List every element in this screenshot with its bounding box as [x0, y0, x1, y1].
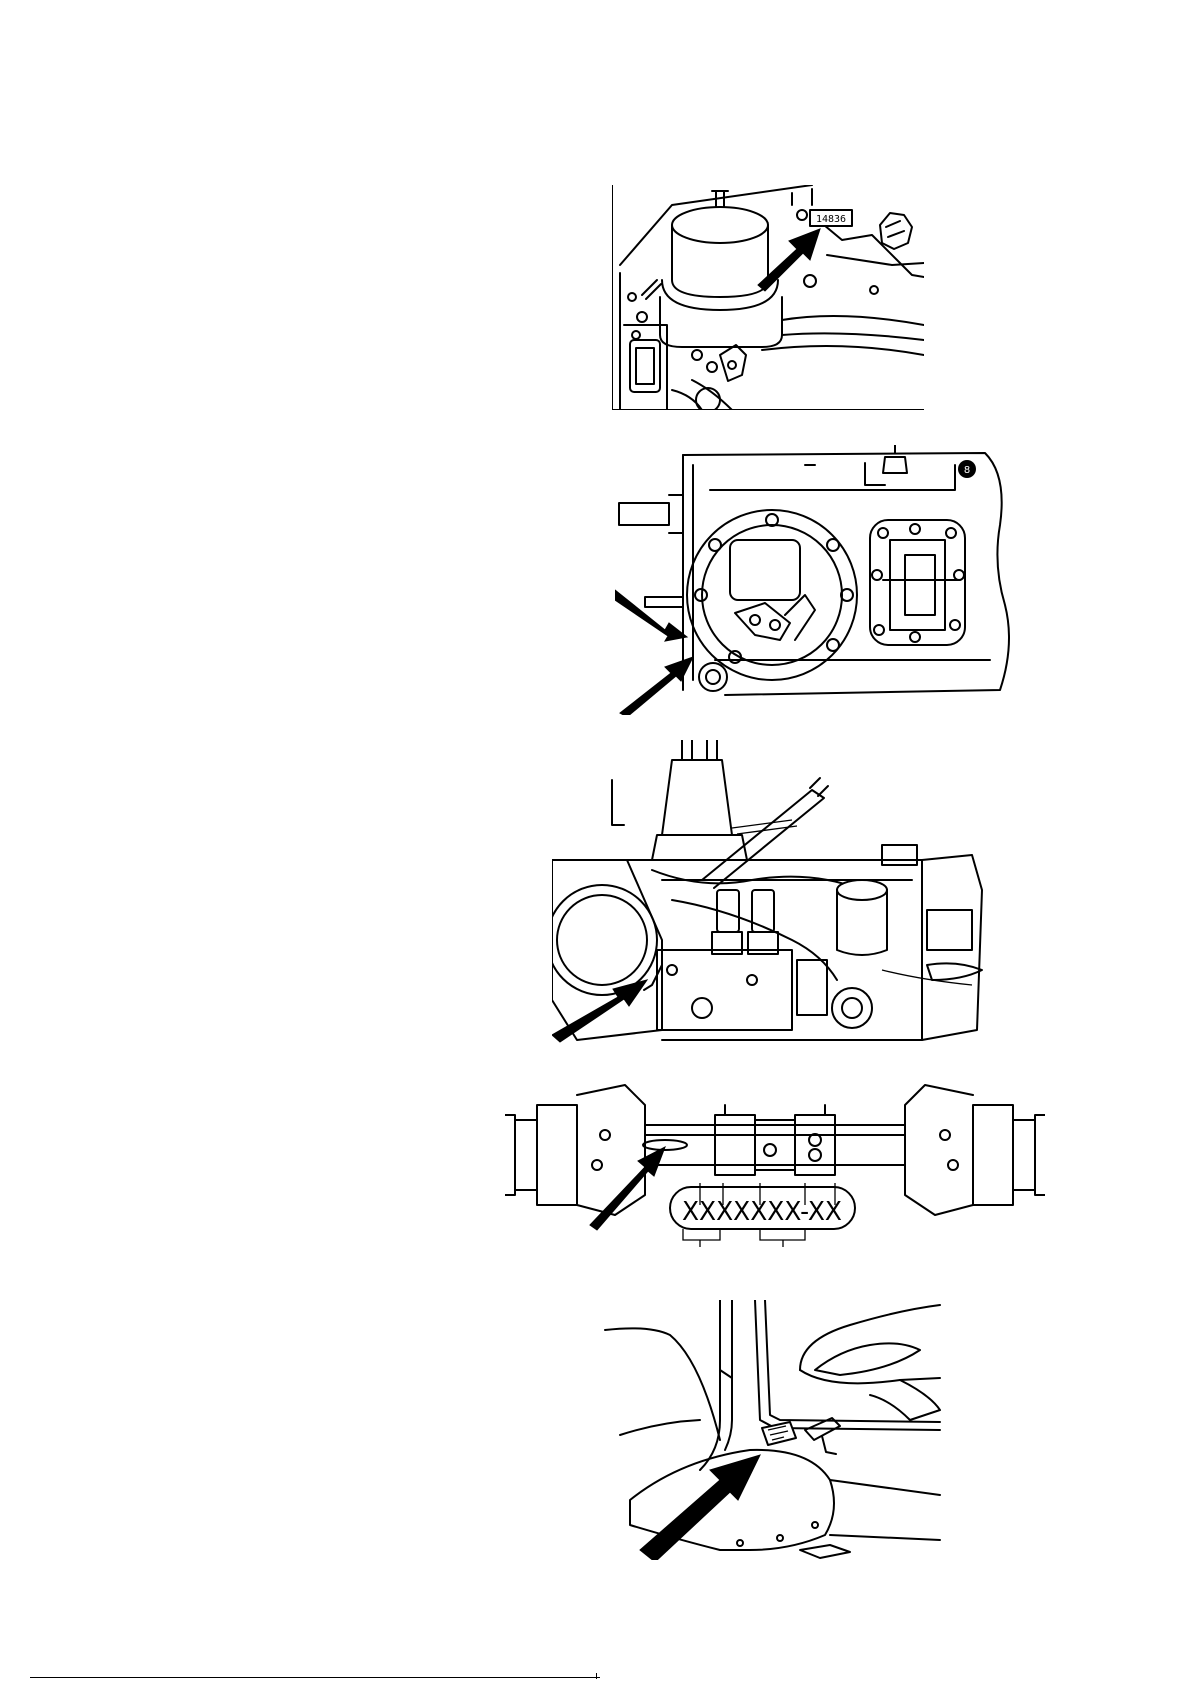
serial-plate: 14836	[810, 210, 852, 226]
footer-rule	[30, 1677, 600, 1678]
figure-engine-serial: 14836	[612, 185, 924, 410]
figure-axle: XXXXXXX-XX	[505, 1075, 1045, 1250]
figure-transmission	[552, 740, 992, 1050]
figure-cab-plate	[600, 1300, 950, 1560]
footer-tick	[596, 1673, 597, 1679]
serial-number-label: 14836	[816, 214, 846, 225]
badge-label: 8	[964, 465, 970, 476]
axle-code-label: XXXXXXX-XX	[682, 1197, 842, 1227]
badge: 8	[958, 460, 976, 478]
figure-gearbox-side: 8	[615, 445, 1010, 715]
